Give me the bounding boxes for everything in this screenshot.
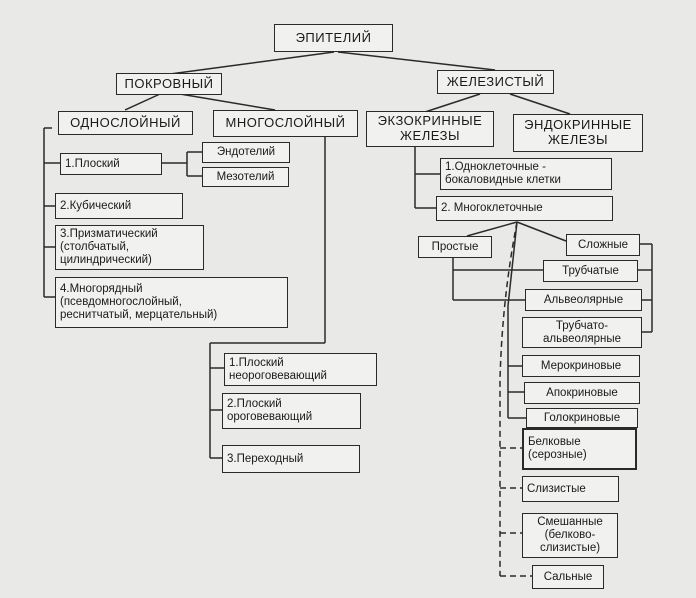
cubic-epithelium: 2.Кубический: [55, 193, 183, 219]
glandular-epithelium: ЖЕЛЕЗИСТЫЙ: [437, 70, 554, 94]
serous-glands: Белковые (серозные): [522, 428, 637, 470]
tubuloalveolar-glands: Трубчато- альвеолярные: [522, 317, 642, 348]
tubular-glands: Трубчатые: [543, 260, 638, 282]
multicellular-glands: 2. Многоклеточные: [436, 196, 613, 221]
integumentary-epithelium: ПОКРОВНЫЙ: [116, 73, 222, 95]
sebaceous-glands: Сальные: [532, 565, 604, 589]
flat-nonkeratinized: 1.Плоский неороговевающий: [224, 353, 377, 386]
single-layer-epithelium: ОДНОСЛОЙНЫЙ: [58, 111, 193, 135]
transitional-epithelium: 3.Переходный: [222, 445, 360, 473]
merocrine-glands: Мерокриновые: [522, 355, 640, 377]
unicellular-glands: 1.Одноклеточные - бокаловидные клетки: [440, 158, 612, 190]
flat-keratinized: 2.Плоский ороговевающий: [222, 393, 361, 429]
flat-single-layer: 1.Плоский: [60, 153, 162, 175]
complex-glands: Сложные: [566, 234, 640, 256]
alveolar-glands: Альвеолярные: [525, 289, 642, 311]
simple-glands: Простые: [418, 236, 492, 258]
mesothelium: Мезотелий: [202, 167, 289, 187]
root-epithelium: ЭПИТЕЛИЙ: [274, 24, 393, 52]
mixed-glands: Смешанные (белково- слизистые): [522, 513, 618, 558]
prismatic-epithelium: 3.Призматический (столбчатый, цилиндриче…: [55, 225, 204, 270]
exocrine-glands: ЭКЗОКРИННЫЕ ЖЕЛЕЗЫ: [366, 111, 494, 147]
holocrine-glands: Голокриновые: [526, 408, 638, 428]
multi-layer-epithelium: МНОГОСЛОЙНЫЙ: [213, 110, 358, 137]
mucous-glands: Слизистые: [522, 476, 619, 502]
endocrine-glands: ЭНДОКРИННЫЕ ЖЕЛЕЗЫ: [513, 114, 643, 152]
multirow-epithelium: 4.Многорядный (псевдомногослойный, ресни…: [55, 277, 288, 328]
apocrine-glands: Апокриновые: [524, 382, 640, 404]
endothelium: Эндотелий: [202, 142, 290, 163]
